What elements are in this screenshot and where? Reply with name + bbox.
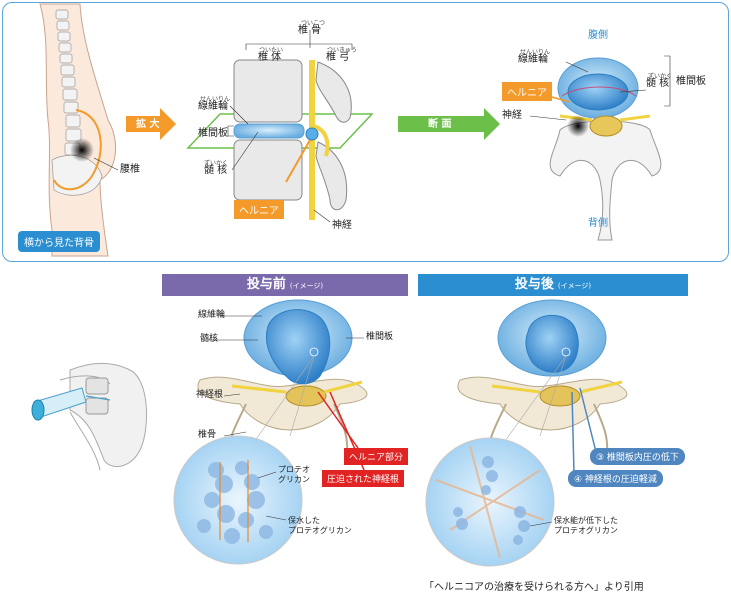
after-title: 投与後 <box>514 277 554 292</box>
cross-hernia-badge: ヘルニア <box>502 82 552 101</box>
reduced-water-label-1: 保水能が低下した <box>554 516 618 525</box>
expand-arrow-label: 拡 大 <box>136 119 160 130</box>
injection-illustration <box>31 362 148 471</box>
vertebral-arch-ruby: ついきゅう <box>327 47 358 54</box>
annulus-label: 線維輪 <box>198 101 228 112</box>
vertebral-body-ruby: ついたい <box>259 47 284 54</box>
annulus-ruby: せんいりん <box>200 96 231 103</box>
cross-disc-label: 椎間板 <box>676 76 706 87</box>
cross-annulus-ruby: せんいりん <box>520 49 551 56</box>
proteoglycan-label-2: グリカン <box>278 475 310 484</box>
nucleus-label: 髄 核 <box>204 165 228 176</box>
vertebra-enlarged-illustration <box>186 30 374 223</box>
vertebral-arch-label: 椎 弓 <box>326 52 350 63</box>
cross-annulus-label: 線維輪 <box>518 54 548 65</box>
before-illustration <box>173 299 368 565</box>
before-disc-label: 椎間板 <box>366 332 394 342</box>
citation: 「ヘルニコアの治療を受けられる方へ」より引用 <box>424 582 644 593</box>
effect-4-badge: ④ 神経根の圧迫軽減 <box>568 470 663 487</box>
water-holding-label-2: プロテオグリカン <box>288 526 352 535</box>
proteoglycan-label-1: プロテオ <box>278 465 310 474</box>
cross-nucleus-label: 髄 核 <box>646 78 670 89</box>
expand-arrow <box>126 108 176 140</box>
before-title: 投与前 <box>246 277 286 292</box>
effect-3-badge: ③ 椎間板内圧の低下 <box>590 448 685 465</box>
cross-nerve-label: 神経 <box>502 110 522 121</box>
dorsal-label: 背側 <box>588 218 608 229</box>
section-arrow-label: 断 面 <box>428 119 452 130</box>
hernia-badge: ヘルニア <box>234 200 284 219</box>
before-subtitle: (イメージ) <box>289 282 324 290</box>
water-holding-label-1: 保水した <box>288 516 320 525</box>
ventral-label: 腹側 <box>588 30 608 41</box>
hernia-part-badge: ヘルニア部分 <box>344 448 409 465</box>
side-view-badge: 横から見た背骨 <box>18 231 100 252</box>
before-nerve-root-label: 神経根 <box>196 390 224 400</box>
reduced-water-label-2: プロテオグリカン <box>554 526 618 535</box>
section-arrow <box>398 108 500 140</box>
before-vertebra-label: 椎骨 <box>198 430 217 440</box>
vertebra-ruby: ついこつ <box>301 20 326 27</box>
disc-label: 椎間板 <box>198 128 228 139</box>
side-body-illustration <box>39 3 119 257</box>
cross-nucleus-ruby: ずいかく <box>648 73 673 80</box>
before-nucleus-label: 髄核 <box>200 334 219 344</box>
compressed-root-badge: 圧迫された神経根 <box>322 470 405 487</box>
before-annulus-label: 線維輪 <box>198 310 226 320</box>
after-header: 投与後(イメージ) <box>418 274 688 296</box>
lumbar-label: 腰椎 <box>120 164 140 175</box>
vertebral-body-label: 椎 体 <box>258 52 282 63</box>
nucleus-ruby: ずいかく <box>204 160 229 167</box>
nerve-label: 神経 <box>332 220 352 231</box>
before-header: 投与前(イメージ) <box>162 274 408 296</box>
vertebra-label: 椎 骨 <box>298 25 322 36</box>
cross-section-illustration <box>529 55 671 241</box>
after-subtitle: (イメージ) <box>557 282 592 290</box>
